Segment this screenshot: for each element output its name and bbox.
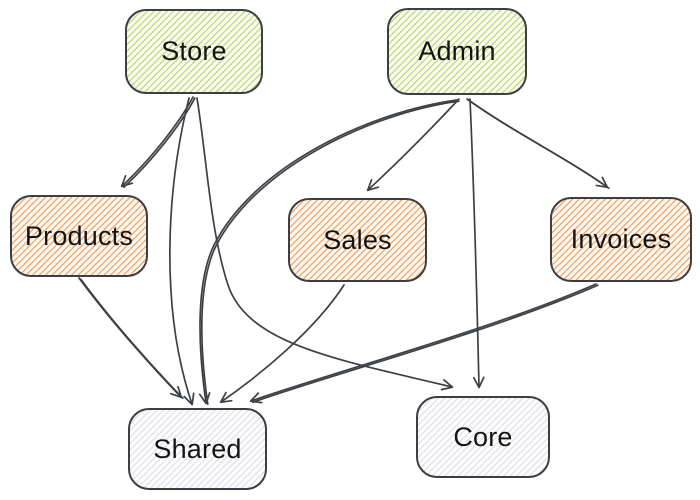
edge-products-shared[interactable] (78, 277, 183, 399)
node-sales[interactable]: Sales (288, 198, 427, 282)
edge-invoices-shared-stroke2 (251, 284, 599, 404)
node-admin-label: Admin (418, 36, 496, 66)
node-store-label: Store (161, 36, 227, 66)
edge-admin-core[interactable] (469, 98, 485, 389)
edge-admin-shared[interactable] (198, 99, 458, 405)
edge-products-shared-stroke2 (79, 278, 184, 400)
node-invoices[interactable]: Invoices (550, 197, 692, 282)
edge-admin-sales[interactable] (366, 98, 460, 192)
node-admin[interactable]: Admin (387, 8, 527, 95)
edge-admin-invoices[interactable] (466, 98, 609, 189)
node-core[interactable]: Core (416, 396, 550, 478)
node-core-label: Core (453, 421, 513, 452)
edge-store-products[interactable] (120, 96, 194, 188)
edge-invoices-shared[interactable] (249, 283, 597, 404)
node-invoices-label: Invoices (570, 224, 672, 254)
node-store[interactable]: Store (125, 9, 263, 94)
node-shared-label: Shared (153, 433, 242, 464)
node-shared[interactable]: Shared (128, 408, 267, 490)
node-products-label: Products (24, 220, 134, 251)
edge-store-shared[interactable] (169, 97, 195, 406)
node-products[interactable]: Products (10, 195, 148, 277)
edge-sales-shared[interactable] (219, 284, 345, 404)
edge-admin-shared-stroke2 (201, 100, 460, 406)
node-sales-label: Sales (323, 224, 392, 255)
